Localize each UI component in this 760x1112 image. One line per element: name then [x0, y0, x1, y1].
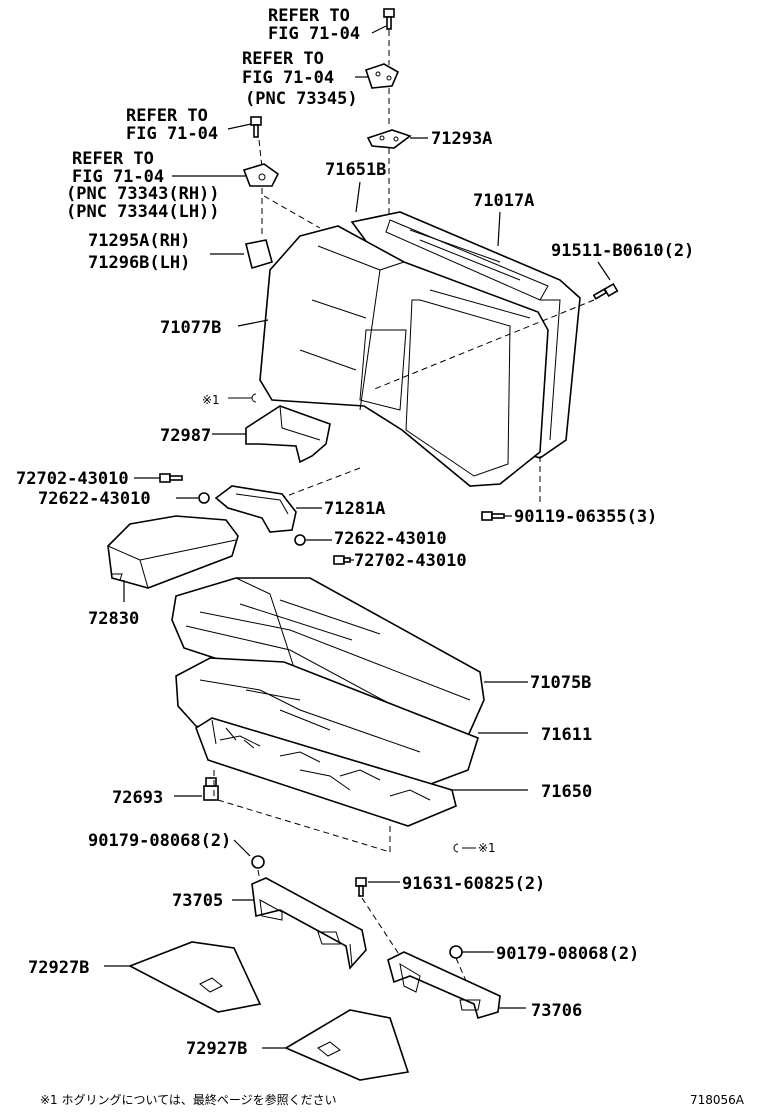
label-72830: 72830 [88, 609, 139, 629]
nut-icon [251, 855, 265, 869]
armrest-hinge [214, 485, 297, 533]
label-71295A: 71295A(RH) [88, 231, 190, 251]
label-72927B-b: 72927B [186, 1039, 247, 1059]
label-90119: 90119-06355(3) [514, 507, 657, 527]
bolt-icon [383, 8, 395, 30]
label-72622-b: 72622-43010 [334, 529, 447, 549]
label-71077B: 71077B [160, 318, 221, 338]
label-72927B-a: 72927B [28, 958, 89, 978]
seat-hook-icon [203, 777, 219, 801]
label-72622-a: 72622-43010 [38, 489, 151, 509]
refer-label-1: REFER TO FIG 71-04 [268, 6, 360, 44]
cover-icon [245, 239, 273, 270]
bolt-icon [250, 116, 262, 138]
seat-rail-right [387, 951, 501, 1019]
label-72702-a: 72702-43010 [16, 469, 129, 489]
svg-text:REFER TO: REFER TO [242, 49, 324, 69]
seat-cushion-frame [195, 717, 457, 827]
hogring-mark-2: ※1 [478, 841, 496, 855]
seat-rail-left [251, 877, 367, 970]
screw-icon [159, 473, 183, 483]
seat-cushion-pad [175, 657, 479, 789]
label-71281A: 71281A [324, 499, 385, 519]
floor-sheet-left [128, 941, 262, 1013]
svg-text:(PNC 73343(RH)): (PNC 73343(RH)) [66, 184, 220, 204]
label-90179-a: 90179-08068(2) [88, 831, 231, 851]
svg-text:FIG 71-04: FIG 71-04 [72, 167, 164, 187]
label-91631: 91631-60825(2) [402, 874, 545, 894]
label-71611: 71611 [541, 725, 592, 745]
label-71017A: 71017A [473, 191, 534, 211]
nut-icon [198, 492, 210, 504]
svg-text:FIG 71-04: FIG 71-04 [242, 68, 334, 88]
hogring-mark-1: ※1 [202, 393, 220, 407]
bolt-icon [355, 877, 367, 897]
bolt-icon [592, 282, 619, 300]
label-71650: 71650 [541, 782, 592, 802]
refer-label-2: REFER TO FIG 71-04 (PNC 73345) [242, 49, 358, 109]
label-73705: 73705 [172, 891, 223, 911]
refer-label-4: REFER TO FIG 71-04 (PNC 73343(RH)) (PNC … [66, 149, 220, 222]
svg-text:FIG 71-04: FIG 71-04 [126, 124, 218, 144]
hinge-bracket-icon [242, 163, 280, 187]
label-72702-b: 72702-43010 [354, 551, 467, 571]
refer-label-3: REFER TO FIG 71-04 [126, 106, 218, 144]
nut-icon [294, 534, 306, 546]
svg-text:FIG 71-04: FIG 71-04 [268, 24, 360, 44]
seat-back-cushion [259, 225, 549, 487]
bracket-icon [364, 63, 400, 89]
svg-text:REFER TO: REFER TO [268, 6, 350, 26]
plate-icon [366, 129, 412, 149]
label-90179-b: 90179-08068(2) [496, 944, 639, 964]
figure-id: 718056A [690, 1093, 745, 1107]
armrest [107, 515, 239, 589]
footnote: ※1 ホグリングについては、最終ページを参照ください [40, 1092, 337, 1107]
label-72693: 72693 [112, 788, 163, 808]
label-72987: 72987 [160, 426, 211, 446]
svg-text:(PNC 73345): (PNC 73345) [245, 89, 358, 109]
label-73706: 73706 [531, 1001, 582, 1021]
floor-sheet-right [284, 1009, 410, 1081]
label-71293A: 71293A [431, 129, 492, 149]
bolt-icon [481, 511, 505, 521]
label-71075B: 71075B [530, 673, 591, 693]
label-71296B: 71296B(LH) [88, 253, 190, 273]
armrest-bracket [245, 405, 331, 464]
label-71651B: 71651B [325, 160, 386, 180]
svg-text:(PNC 73344(LH)): (PNC 73344(LH)) [66, 202, 220, 222]
svg-text:REFER TO: REFER TO [72, 149, 154, 169]
label-91511: 91511-B0610(2) [551, 241, 694, 261]
nut-icon [449, 945, 463, 959]
screw-icon [333, 555, 351, 565]
svg-text:REFER TO: REFER TO [126, 106, 208, 126]
